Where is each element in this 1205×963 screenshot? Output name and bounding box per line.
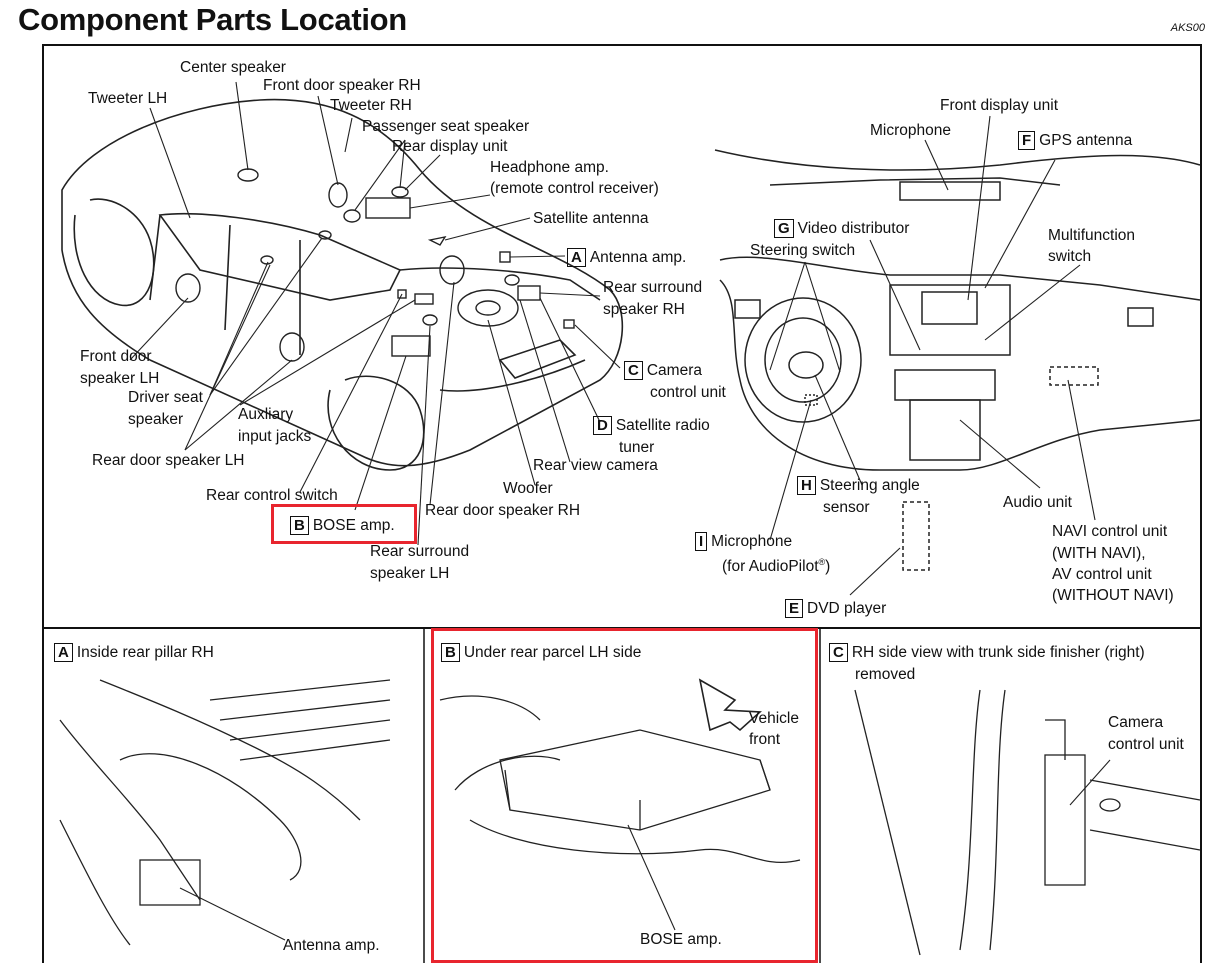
panel-a-antenna-amp: Antenna amp.	[283, 937, 380, 954]
letter-box-b: B	[290, 516, 309, 535]
figure-code: AKS00	[1170, 22, 1205, 34]
panel-c-camera-control-unit: Camera	[1108, 714, 1164, 731]
label-front-door-speaker-lh: Front door	[80, 348, 152, 365]
label-multifunction-switch-2: switch	[1048, 248, 1092, 265]
label-tweeter-rh: Tweeter RH	[330, 97, 412, 114]
label-headphone-amp-note: (remote control receiver)	[490, 180, 659, 197]
panel-b-vehicle-front-2: front	[749, 731, 781, 748]
label-rear-surround-rh: Rear surround	[603, 279, 703, 296]
label-microphone-audiopilot-2: (for AudioPilot®)	[722, 557, 831, 576]
label-audio-unit: Audio unit	[1003, 494, 1072, 511]
label-camera-control-unit-2: control unit	[650, 384, 726, 401]
panel-c-title-2: removed	[855, 666, 916, 683]
label-navi-control-unit: NAVI control unit	[1052, 523, 1168, 540]
letter-box-f: F	[1018, 131, 1036, 150]
label-rear-door-speaker-rh: Rear door speaker RH	[425, 502, 581, 519]
dashboard-leader-lines	[769, 115, 1096, 596]
label-microphone: Microphone	[870, 122, 951, 139]
label-rear-display-unit: Rear display unit	[392, 138, 508, 155]
panel-b-drawing	[439, 678, 801, 931]
panel-b-bose-amp: BOSE amp.	[640, 931, 722, 948]
panel-c-drawing	[854, 689, 1201, 956]
label-center-speaker: Center speaker	[180, 59, 286, 76]
label-rear-surround-lh-2: speaker LH	[370, 565, 450, 582]
label-front-display-unit: Front display unit	[940, 97, 1059, 114]
letter-box-g: G	[774, 219, 794, 238]
letter-box-i: I	[695, 532, 708, 551]
label-driver-seat-speaker-2: speaker	[128, 411, 184, 428]
diagram-frame	[42, 44, 1202, 963]
label-rear-surround-lh: Rear surround	[370, 543, 470, 560]
panel-a-drawing	[59, 679, 391, 946]
letter-box-a: A	[567, 248, 586, 267]
letter-box-d: D	[593, 416, 612, 435]
label-steering-angle-sensor-2: sensor	[823, 499, 870, 516]
highlight-panel-b	[431, 628, 818, 963]
label-satellite-radio-tuner-2: tuner	[619, 439, 655, 456]
highlight-bose-amp-label	[271, 504, 417, 544]
car-body-drawing	[61, 98, 624, 471]
label-rear-surround-rh-2: speaker RH	[603, 301, 685, 318]
label-navi-control-unit-2: (WITH NAVI),	[1052, 545, 1146, 562]
letter-box-h: H	[797, 476, 816, 495]
label-driver-seat-speaker: Driver seat	[128, 389, 203, 406]
label-steering-switch: Steering switch	[750, 242, 856, 259]
dashboard-drawing	[714, 149, 1201, 571]
label-satellite-antenna: Satellite antenna	[533, 210, 649, 227]
car-leader-lines	[129, 81, 621, 546]
label-rear-door-speaker-lh: Rear door speaker LH	[92, 452, 245, 469]
panel-c-camera-control-unit-2: control unit	[1108, 736, 1184, 753]
label-rear-control-switch: Rear control switch	[206, 487, 338, 504]
page-title: Component Parts Location	[18, 2, 407, 37]
panel-b-letter: B	[441, 643, 460, 662]
label-headphone-amp: Headphone amp.	[490, 159, 609, 176]
label-navi-control-unit-3: AV control unit	[1052, 566, 1152, 583]
label-front-door-speaker-lh-2: speaker LH	[80, 370, 160, 387]
letter-box-e: E	[785, 599, 804, 618]
label-woofer: Woofer	[503, 480, 553, 497]
panel-b-vehicle-front: Vehicle	[749, 710, 799, 727]
label-passenger-seat-speaker: Passenger seat speaker	[362, 118, 530, 135]
label-rear-view-camera: Rear view camera	[533, 457, 658, 474]
label-tweeter-lh: Tweeter LH	[88, 90, 168, 107]
label-auxiliary-input-jacks-2: input jacks	[238, 428, 312, 445]
label-multifunction-switch: Multifunction	[1048, 227, 1136, 244]
label-navi-control-unit-4: (WITHOUT NAVI)	[1052, 587, 1174, 604]
label-auxiliary-input-jacks: Auxliary	[238, 406, 294, 423]
letter-box-c: C	[624, 361, 643, 380]
panel-c-letter: C	[829, 643, 848, 662]
label-front-door-speaker-rh: Front door speaker RH	[263, 77, 421, 94]
panel-a-letter: A	[54, 643, 73, 662]
